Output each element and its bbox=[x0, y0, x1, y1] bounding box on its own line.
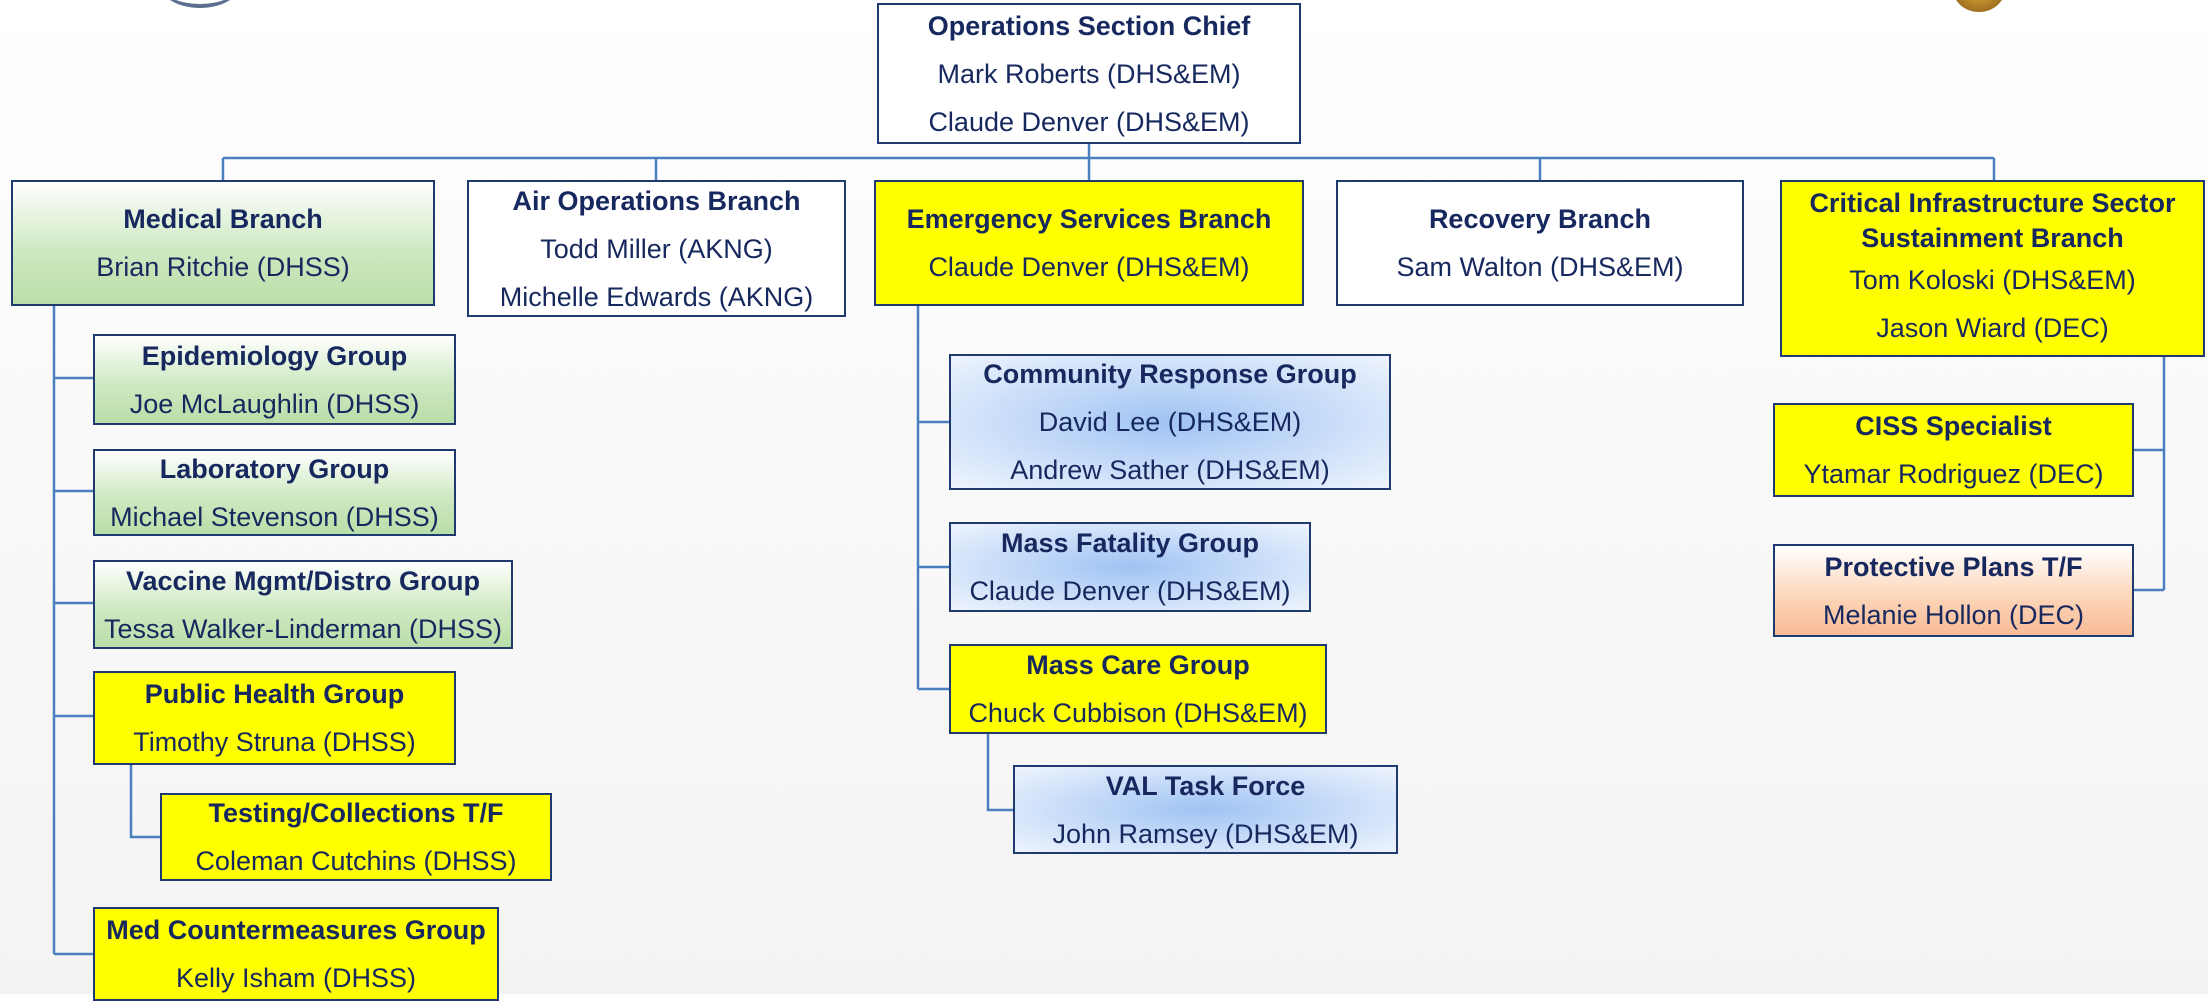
box-title: Vaccine Mgmt/Distro Group bbox=[125, 565, 481, 596]
box-title: Air Operations Branch bbox=[512, 185, 801, 216]
box-name: Jason Wiard (DEC) bbox=[1876, 312, 2109, 343]
box-name: Timothy Struna (DHSS) bbox=[133, 727, 416, 757]
box-name: Michael Stevenson (DHSS) bbox=[110, 501, 439, 532]
box-title: Operations Section Chief bbox=[927, 10, 1251, 41]
community-response-group-box: Community Response Group David Lee (DHS&… bbox=[949, 354, 1391, 490]
laboratory-group-box: Laboratory Group Michael Stevenson (DHSS… bbox=[93, 449, 456, 536]
box-title: Mass Fatality Group bbox=[1000, 528, 1260, 558]
box-name: Claude Denver (DHS&EM) bbox=[928, 252, 1250, 282]
operations-section-chief-box: Operations Section Chief Mark Roberts (D… bbox=[877, 3, 1301, 144]
vaccine-group-box: Vaccine Mgmt/Distro Group Tessa Walker-L… bbox=[93, 560, 513, 649]
box-title: Medical Branch bbox=[123, 204, 323, 234]
box-title: Community Response Group bbox=[983, 359, 1357, 389]
epidemiology-group-box: Epidemiology Group Joe McLaughlin (DHSS) bbox=[93, 334, 456, 425]
testing-collections-tf-box: Testing/Collections T/F Coleman Cutchins… bbox=[160, 793, 552, 881]
public-health-group-box: Public Health Group Timothy Struna (DHSS… bbox=[93, 671, 456, 765]
box-name: Claude Denver (DHS&EM) bbox=[969, 576, 1291, 606]
protective-plans-tf-box: Protective Plans T/F Melanie Hollon (DEC… bbox=[1773, 544, 2134, 637]
box-name: Andrew Sather (DHS&EM) bbox=[1010, 455, 1330, 485]
box-name: Michelle Edwards (AKNG) bbox=[499, 281, 814, 312]
box-title: CISS Specialist bbox=[1855, 411, 2052, 441]
ciss-specialist-box: CISS Specialist Ytamar Rodriguez (DEC) bbox=[1773, 403, 2134, 497]
medical-branch-box: Medical Branch Brian Ritchie (DHSS) bbox=[11, 180, 435, 306]
box-name: Mark Roberts (DHS&EM) bbox=[937, 58, 1241, 89]
val-task-force-box: VAL Task Force John Ramsey (DHS&EM) bbox=[1013, 765, 1398, 854]
box-name: Sam Walton (DHS&EM) bbox=[1396, 252, 1684, 282]
box-title: Protective Plans T/F bbox=[1824, 551, 2083, 582]
box-title: Epidemiology Group bbox=[141, 340, 408, 371]
box-name: David Lee (DHS&EM) bbox=[1038, 407, 1302, 437]
box-title: Mass Care Group bbox=[1026, 650, 1250, 680]
box-name: Kelly Isham (DHSS) bbox=[175, 963, 417, 993]
box-title: Recovery Branch bbox=[1428, 204, 1652, 234]
box-title: Public Health Group bbox=[144, 679, 405, 709]
box-name: Tessa Walker-Linderman (DHSS) bbox=[103, 613, 503, 644]
box-name: Ytamar Rodriguez (DEC) bbox=[1803, 459, 2104, 489]
mass-fatality-group-box: Mass Fatality Group Claude Denver (DHS&E… bbox=[949, 522, 1311, 612]
box-name: Tom Koloski (DHS&EM) bbox=[1849, 264, 2136, 295]
left-logo-fragment bbox=[160, 0, 240, 8]
ciss-branch-box: Critical Infrastructure Sector Sustainme… bbox=[1780, 180, 2205, 357]
box-name: Todd Miller (AKNG) bbox=[540, 233, 773, 264]
emergency-services-branch-box: Emergency Services Branch Claude Denver … bbox=[874, 180, 1304, 306]
box-name: Joe McLaughlin (DHSS) bbox=[129, 388, 420, 419]
recovery-branch-box: Recovery Branch Sam Walton (DHS&EM) bbox=[1336, 180, 1744, 306]
mass-care-group-box: Mass Care Group Chuck Cubbison (DHS&EM) bbox=[949, 644, 1327, 734]
box-name: John Ramsey (DHS&EM) bbox=[1052, 818, 1359, 849]
box-title: VAL Task Force bbox=[1105, 770, 1306, 801]
box-title: Critical Infrastructure Sector Sustainme… bbox=[1809, 187, 2176, 253]
box-title: Laboratory Group bbox=[159, 453, 390, 484]
box-name: Melanie Hollon (DEC) bbox=[1822, 599, 2085, 630]
med-countermeasures-group-box: Med Countermeasures Group Kelly Isham (D… bbox=[93, 907, 499, 1001]
box-title: Med Countermeasures Group bbox=[106, 915, 486, 945]
box-name: Chuck Cubbison (DHS&EM) bbox=[968, 698, 1308, 728]
air-operations-branch-box: Air Operations Branch Todd Miller (AKNG)… bbox=[467, 180, 846, 317]
box-name: Claude Denver (DHS&EM) bbox=[928, 106, 1250, 137]
box-name: Coleman Cutchins (DHSS) bbox=[195, 846, 517, 876]
box-title: Emergency Services Branch bbox=[906, 204, 1272, 234]
box-name: Brian Ritchie (DHSS) bbox=[96, 252, 350, 282]
box-title: Testing/Collections T/F bbox=[208, 798, 504, 828]
